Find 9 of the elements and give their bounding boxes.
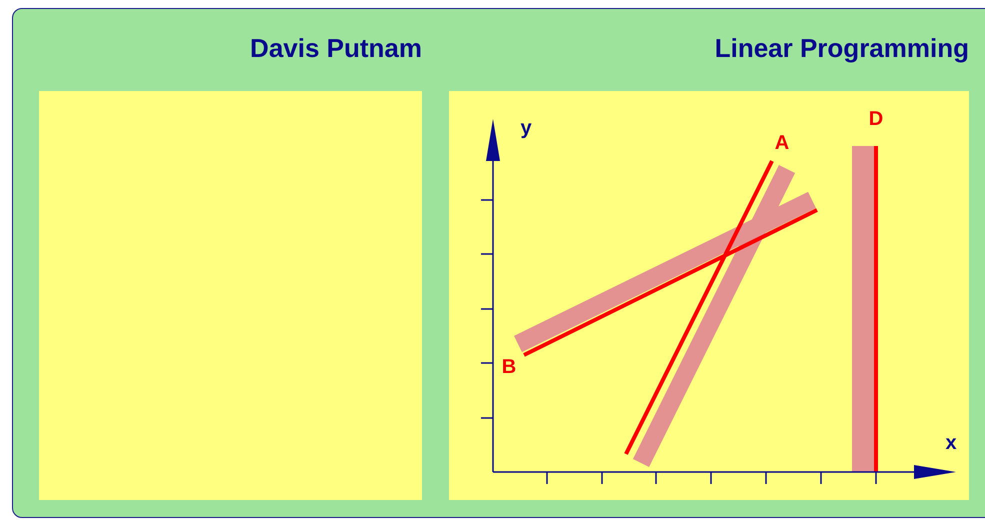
axis-label: x [945,433,957,453]
line-label: D [868,109,884,129]
panel-heading: Linear Programming [714,35,969,61]
axis-label: y [520,118,532,138]
panel [39,91,422,500]
line-label: B [502,357,516,377]
panel-heading: Davis Putnam [250,35,422,61]
panel [449,91,969,500]
line-label: A [774,133,790,153]
